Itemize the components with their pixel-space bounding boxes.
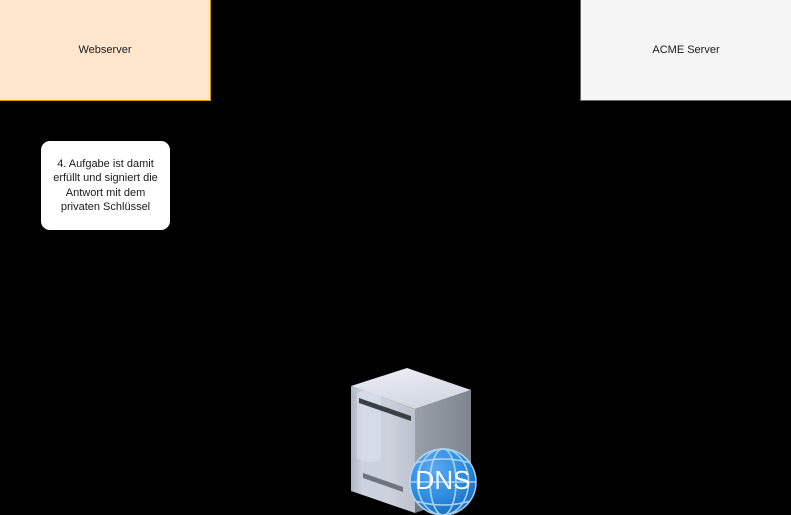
- server-drive-slot-upper: [359, 398, 411, 421]
- dns-globe-badge: DNS: [409, 448, 477, 515]
- dns-server-icon[interactable]: DNS: [347, 363, 479, 515]
- server-top-face: [351, 368, 471, 409]
- webserver-label: Webserver: [78, 43, 132, 56]
- dns-badge-label: DNS: [416, 465, 471, 495]
- webserver-container[interactable]: Webserver: [0, 0, 211, 101]
- acme-server-label: ACME Server: [652, 43, 720, 56]
- acme-server-container[interactable]: ACME Server: [580, 0, 791, 101]
- step-4-note-text: 4. Aufgabe ist damit erfüllt und signier…: [53, 157, 161, 214]
- server-drive-slot-lower: [363, 473, 403, 492]
- step-4-note[interactable]: 4. Aufgabe ist damit erfüllt und signier…: [41, 141, 170, 230]
